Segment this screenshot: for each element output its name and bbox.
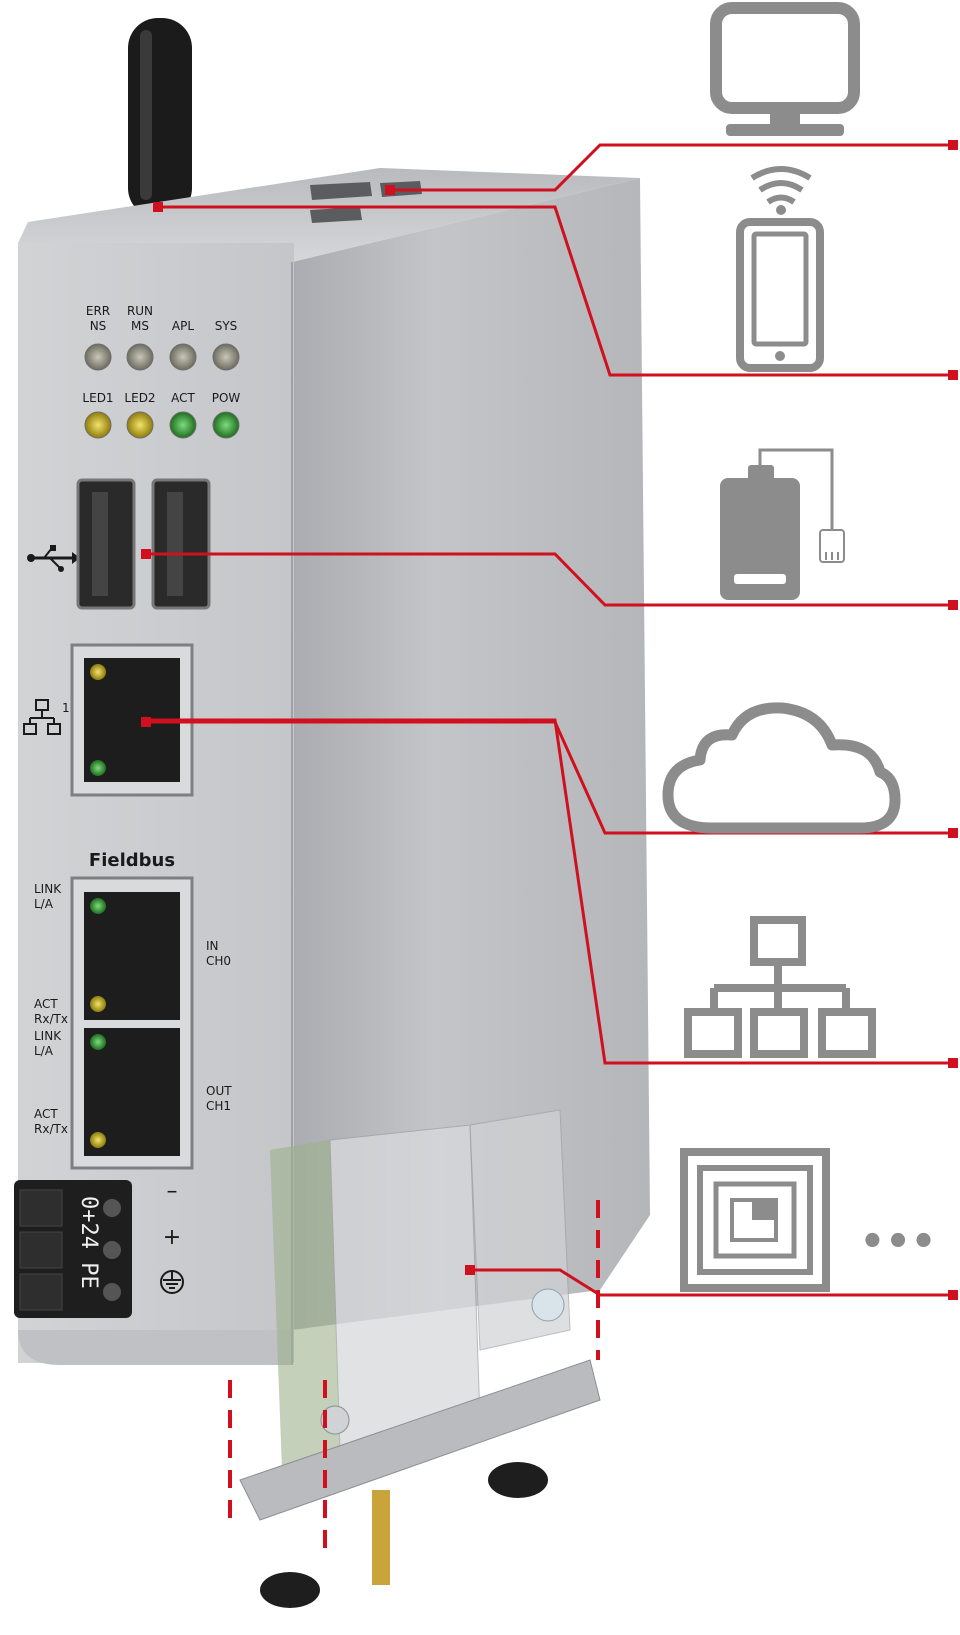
rail-guide-lines (228, 1200, 600, 1560)
led-apl (169, 343, 197, 371)
ellipsis-more-icon: ••• (860, 1219, 937, 1265)
ethernet-port-fieldbus-out[interactable] (84, 1028, 180, 1156)
connector-fieldbus-a (146, 718, 952, 1065)
led-led1 (84, 411, 112, 439)
lan-icon (23, 699, 61, 735)
lan-index: 1 (62, 701, 70, 715)
led-label-led2: LED2 (124, 391, 155, 405)
housing-front (18, 243, 294, 1363)
connector-dots (141, 140, 958, 1300)
antenna (128, 18, 192, 218)
led-label-pow: POW (212, 391, 241, 405)
cloud-icon (662, 702, 901, 834)
usb-port-1[interactable] (76, 478, 136, 610)
led-act (169, 411, 197, 439)
power-minus-label: – (167, 1179, 178, 1204)
rfid-nfc-icon (680, 1148, 830, 1292)
connector-rfid (470, 1268, 952, 1297)
led-led2 (126, 411, 154, 439)
power-bank-icon (720, 448, 845, 600)
led-label-apl: APL (172, 319, 194, 333)
connector-power-bank (146, 552, 952, 607)
din-rail-clip (239, 1109, 601, 1608)
connector-monitor (390, 143, 952, 192)
connector-smartphone (158, 205, 952, 377)
led-pow (212, 411, 240, 439)
power-plus-label: + (163, 1225, 181, 1250)
monitor-icon (710, 2, 860, 136)
led-label-act: ACT (171, 391, 195, 405)
housing-side (292, 178, 650, 1330)
usb-icon (27, 545, 80, 572)
connector-lines (146, 143, 952, 1297)
ethernet-port-fieldbus-in[interactable] (84, 892, 180, 1020)
smartphone-wifi-icon (736, 166, 824, 372)
led-label-led1: LED1 (82, 391, 113, 405)
earth-ground-icon (160, 1270, 184, 1294)
led-label-sys: SYS (215, 319, 238, 333)
led-sys (212, 343, 240, 371)
led-run-ms (126, 343, 154, 371)
led-err-ns (84, 343, 112, 371)
usb-port-2[interactable] (151, 478, 211, 610)
network-tree-icon (684, 916, 876, 1058)
fieldbus-title: Fieldbus (89, 850, 175, 871)
terminal-text: 0+24 PE (76, 1196, 101, 1289)
power-terminal[interactable]: 0+24 PE (14, 1180, 132, 1318)
